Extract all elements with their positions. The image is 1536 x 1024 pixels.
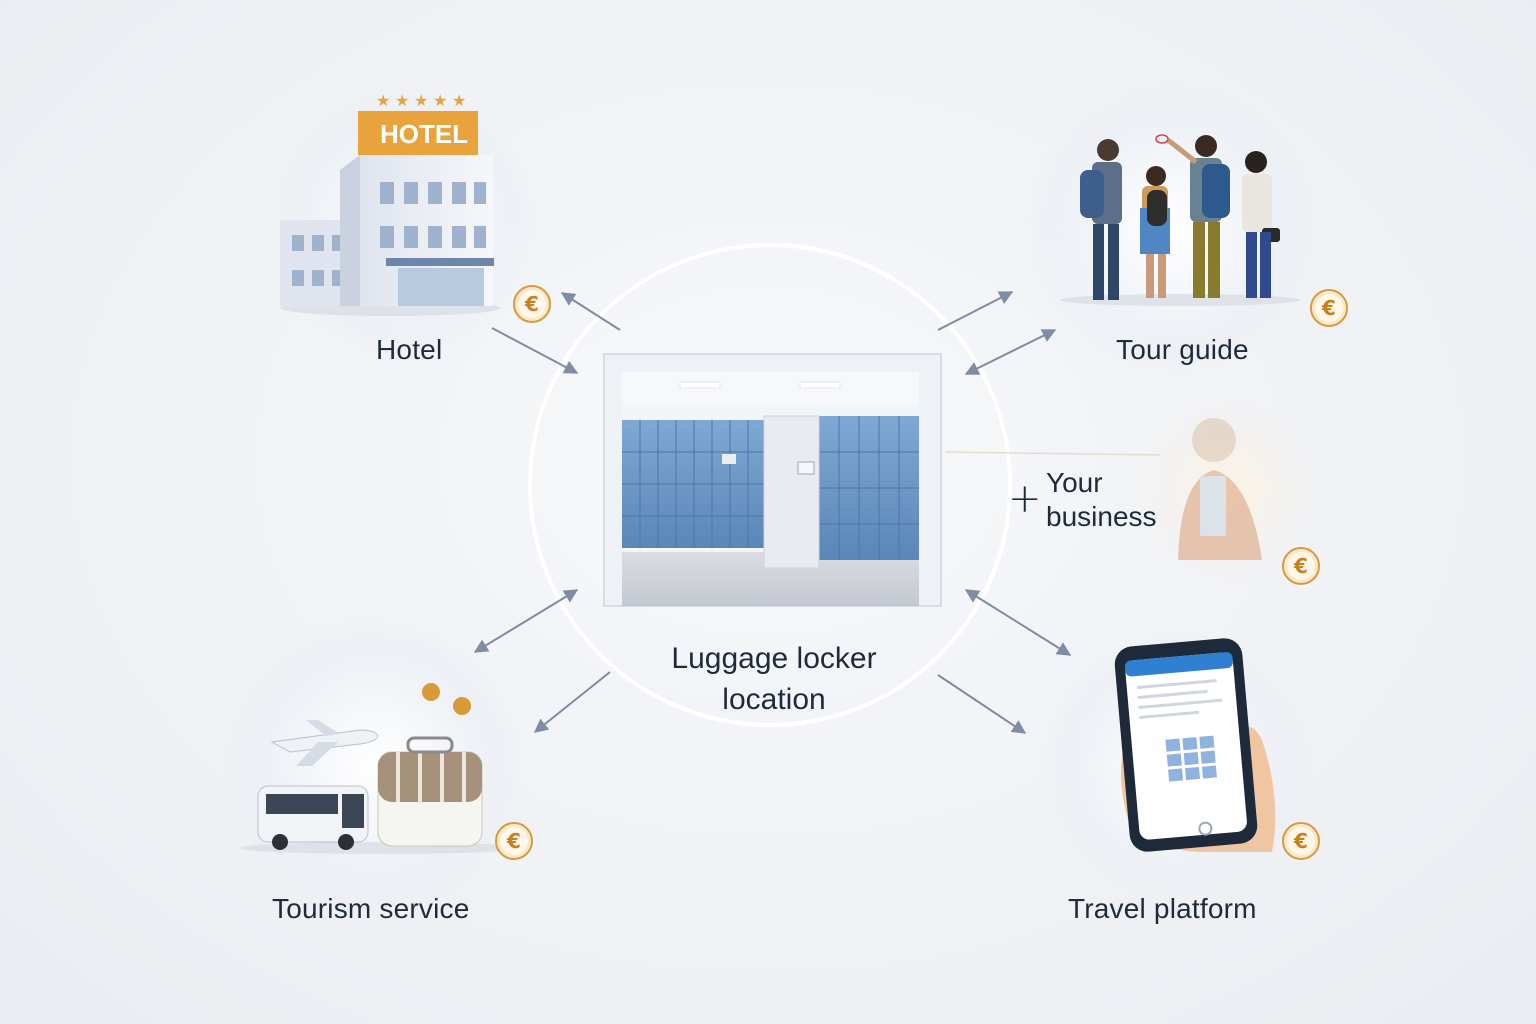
tourism-service-illustration — [240, 683, 520, 854]
travel-platform-label: Travel platform — [1068, 893, 1257, 924]
hotel-label: Hotel — [376, 334, 443, 365]
hotel-sign — [358, 111, 478, 155]
euro-coin-icon: € — [1282, 547, 1320, 585]
euro-coin-icon: € — [495, 822, 533, 860]
arrow-tour-guide-hub — [964, 329, 1057, 375]
arrow-hub-to-tour-guide — [937, 291, 1014, 331]
svg-text:★: ★ — [414, 91, 428, 110]
plus-icon: + — [1008, 476, 1042, 522]
phone-app-illustration — [1114, 638, 1276, 852]
hotel-illustration: HOTEL ★ ★ ★ ★ ★ — [280, 91, 500, 316]
arrow-hotel-to-hub — [491, 327, 579, 374]
tour-group-illustration — [1060, 134, 1300, 306]
svg-text:★: ★ — [395, 91, 409, 110]
arrow-hub-to-tourism — [533, 671, 611, 733]
locker-room-image — [603, 353, 942, 607]
your-business-text: Your business — [1046, 467, 1157, 532]
arrow-tourism-hub — [473, 589, 579, 653]
hub-label: Luggage locker location — [640, 638, 908, 720]
hub-label-line2: location — [722, 683, 826, 716]
svg-text:★: ★ — [452, 91, 466, 110]
your-business-connector — [944, 451, 1161, 456]
hub-ring — [528, 243, 1012, 727]
tour-guide-label: Tour guide — [1116, 334, 1249, 365]
euro-coin-icon: € — [1310, 289, 1348, 327]
euro-coin-icon: € — [513, 285, 551, 323]
hub-label-line1: Luggage locker — [671, 642, 877, 675]
business-person-silhouette — [1178, 418, 1262, 560]
connection-arrows — [473, 291, 1072, 734]
arrow-hub-to-platform — [937, 674, 1027, 734]
euro-coin-icon: € — [1282, 822, 1320, 860]
hotel-sign-text: HOTEL — [380, 119, 468, 149]
arrow-platform-hub — [964, 589, 1072, 656]
arrow-hub-to-hotel — [560, 292, 621, 331]
hotel-stars-icon: ★ ★ ★ ★ ★ — [376, 91, 466, 110]
tourism-service-label: Tourism service — [272, 893, 470, 924]
svg-text:★: ★ — [376, 91, 390, 110]
svg-text:★: ★ — [433, 91, 447, 110]
